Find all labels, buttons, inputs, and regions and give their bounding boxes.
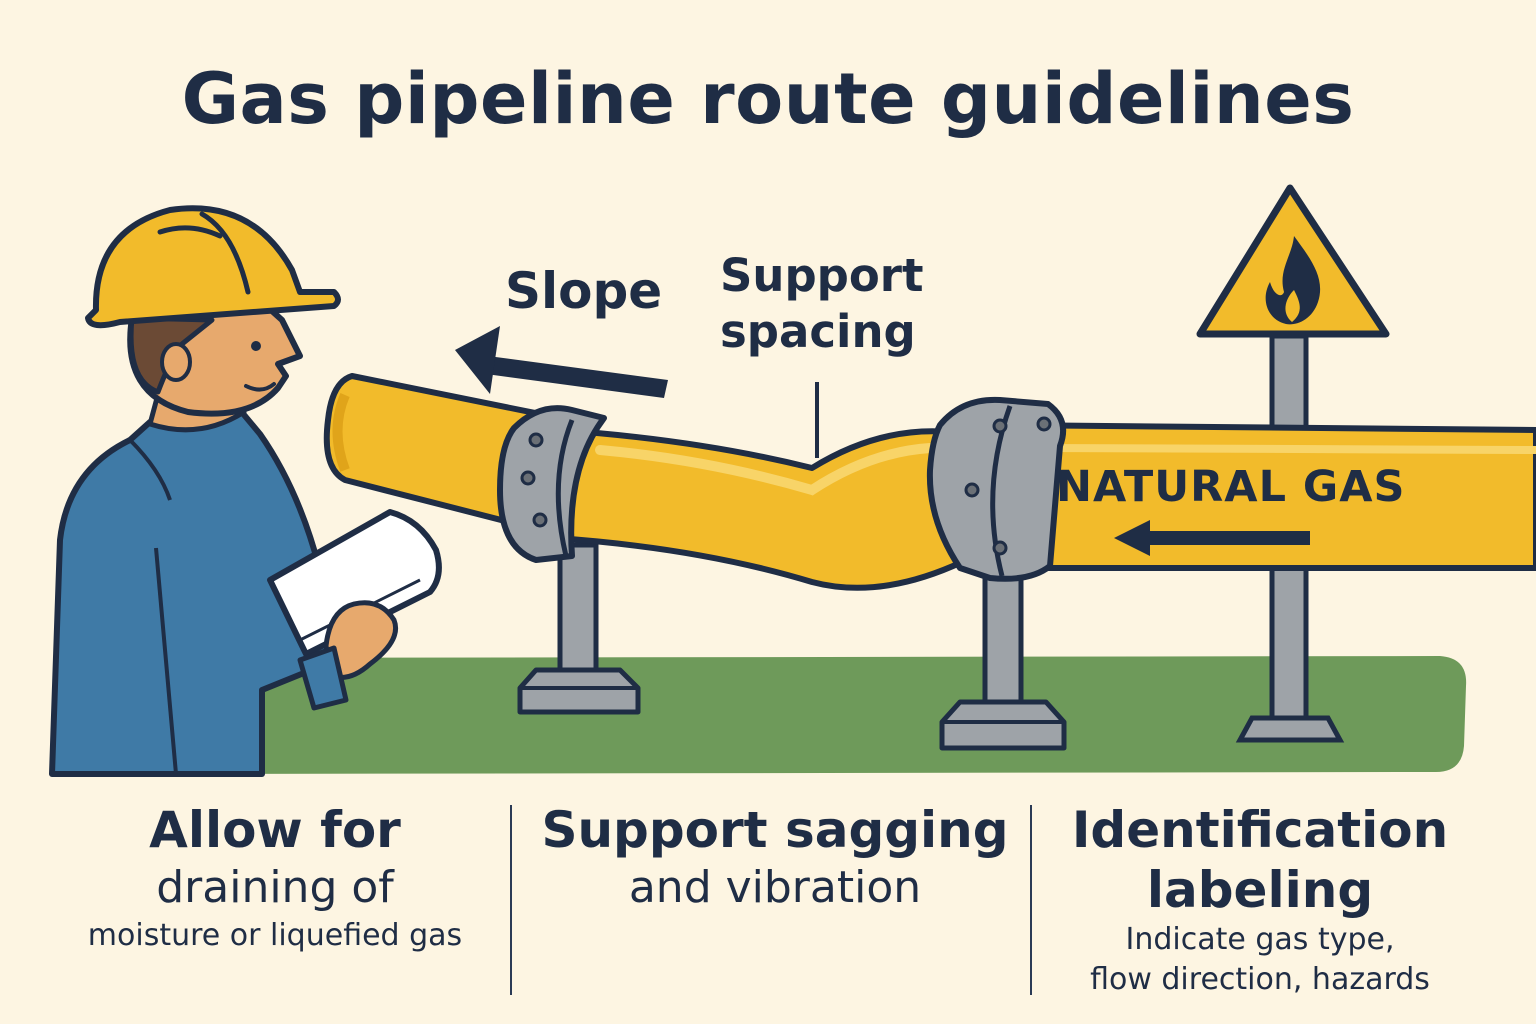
tablet <box>267 509 442 657</box>
flow-arrow-icon <box>1114 520 1310 556</box>
worker <box>49 205 442 777</box>
page-title: Gas pipeline route guidelines <box>181 58 1355 140</box>
ground <box>180 656 1467 774</box>
slope-label: Slope <box>505 262 663 320</box>
flame-warning-icon <box>1265 236 1321 325</box>
guideline-support: Support sagging and vibration <box>525 800 1025 916</box>
pipe-gas-label: NATURAL GAS <box>1056 462 1406 512</box>
support-line2: and vibration <box>628 862 922 913</box>
pipe-support-right <box>939 567 1067 751</box>
identification-detail1: Indicate gas type, <box>1125 922 1395 957</box>
guideline-identification: Identification labeling Indicate gas typ… <box>1040 800 1480 1000</box>
drainage-detail: moisture or liquefied gas <box>87 918 463 953</box>
drainage-line2: draining of <box>156 862 394 913</box>
support-spacing-label: Support spacing <box>720 248 924 360</box>
drainage-heading: Allow for <box>149 801 401 859</box>
column-divider <box>510 805 512 995</box>
column-divider <box>1030 805 1032 995</box>
support-spacing-line2: spacing <box>720 305 916 358</box>
pipe-support-left <box>517 542 641 715</box>
flange-left <box>497 405 607 563</box>
guideline-drainage: Allow for draining of moisture or liquef… <box>40 800 510 956</box>
identification-line2: labeling <box>1146 861 1374 919</box>
slope-arrow-icon <box>455 326 668 398</box>
support-spacing-line1: Support <box>720 249 924 302</box>
hard-hat-icon <box>85 205 341 329</box>
identification-detail2: flow direction, hazards <box>1090 962 1430 997</box>
support-heading: Support sagging <box>541 801 1009 859</box>
identification-heading: Identification <box>1071 801 1449 859</box>
flange-right <box>926 396 1066 582</box>
